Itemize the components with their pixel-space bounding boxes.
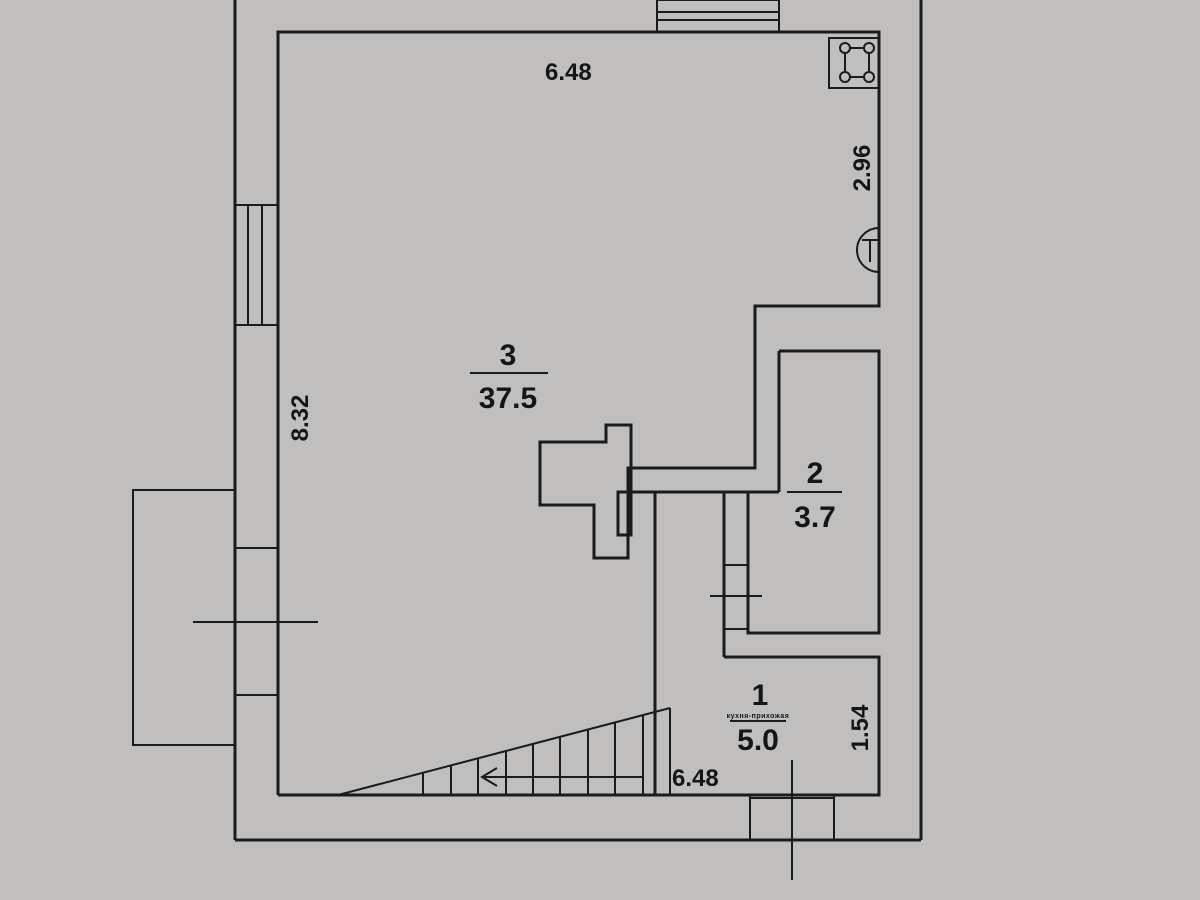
stove-icon (828, 37, 880, 89)
window-left (234, 204, 279, 326)
room-1-note: кухня-прихожая (727, 713, 790, 720)
room-2-number: 2 (807, 457, 824, 490)
room-2-area: 3.7 (794, 501, 836, 534)
door-bottom (749, 760, 835, 880)
staircase (337, 707, 671, 796)
room-2-walls (655, 349, 881, 657)
dimension-left-height: 8.32 (287, 395, 314, 442)
dimension-bottom-width: 6.48 (672, 765, 719, 792)
room-1-number: 1 (752, 679, 769, 712)
water-heater-icon (856, 227, 880, 273)
dimension-right-upper: 2.96 (849, 145, 876, 192)
dimension-right-lower: 1.54 (847, 704, 874, 751)
room-3-label: 3 37.5 (470, 339, 548, 415)
room-3-area: 37.5 (479, 382, 537, 415)
room-3-number: 3 (500, 339, 517, 372)
room-2-label: 2 3.7 (787, 457, 842, 534)
porch-left (132, 489, 318, 746)
room-1-label: 1 кухня-прихожая 5.0 (727, 679, 790, 757)
dimension-top-width: 6.48 (545, 59, 592, 86)
window-top (656, 0, 780, 33)
room-1-area: 5.0 (737, 724, 779, 757)
